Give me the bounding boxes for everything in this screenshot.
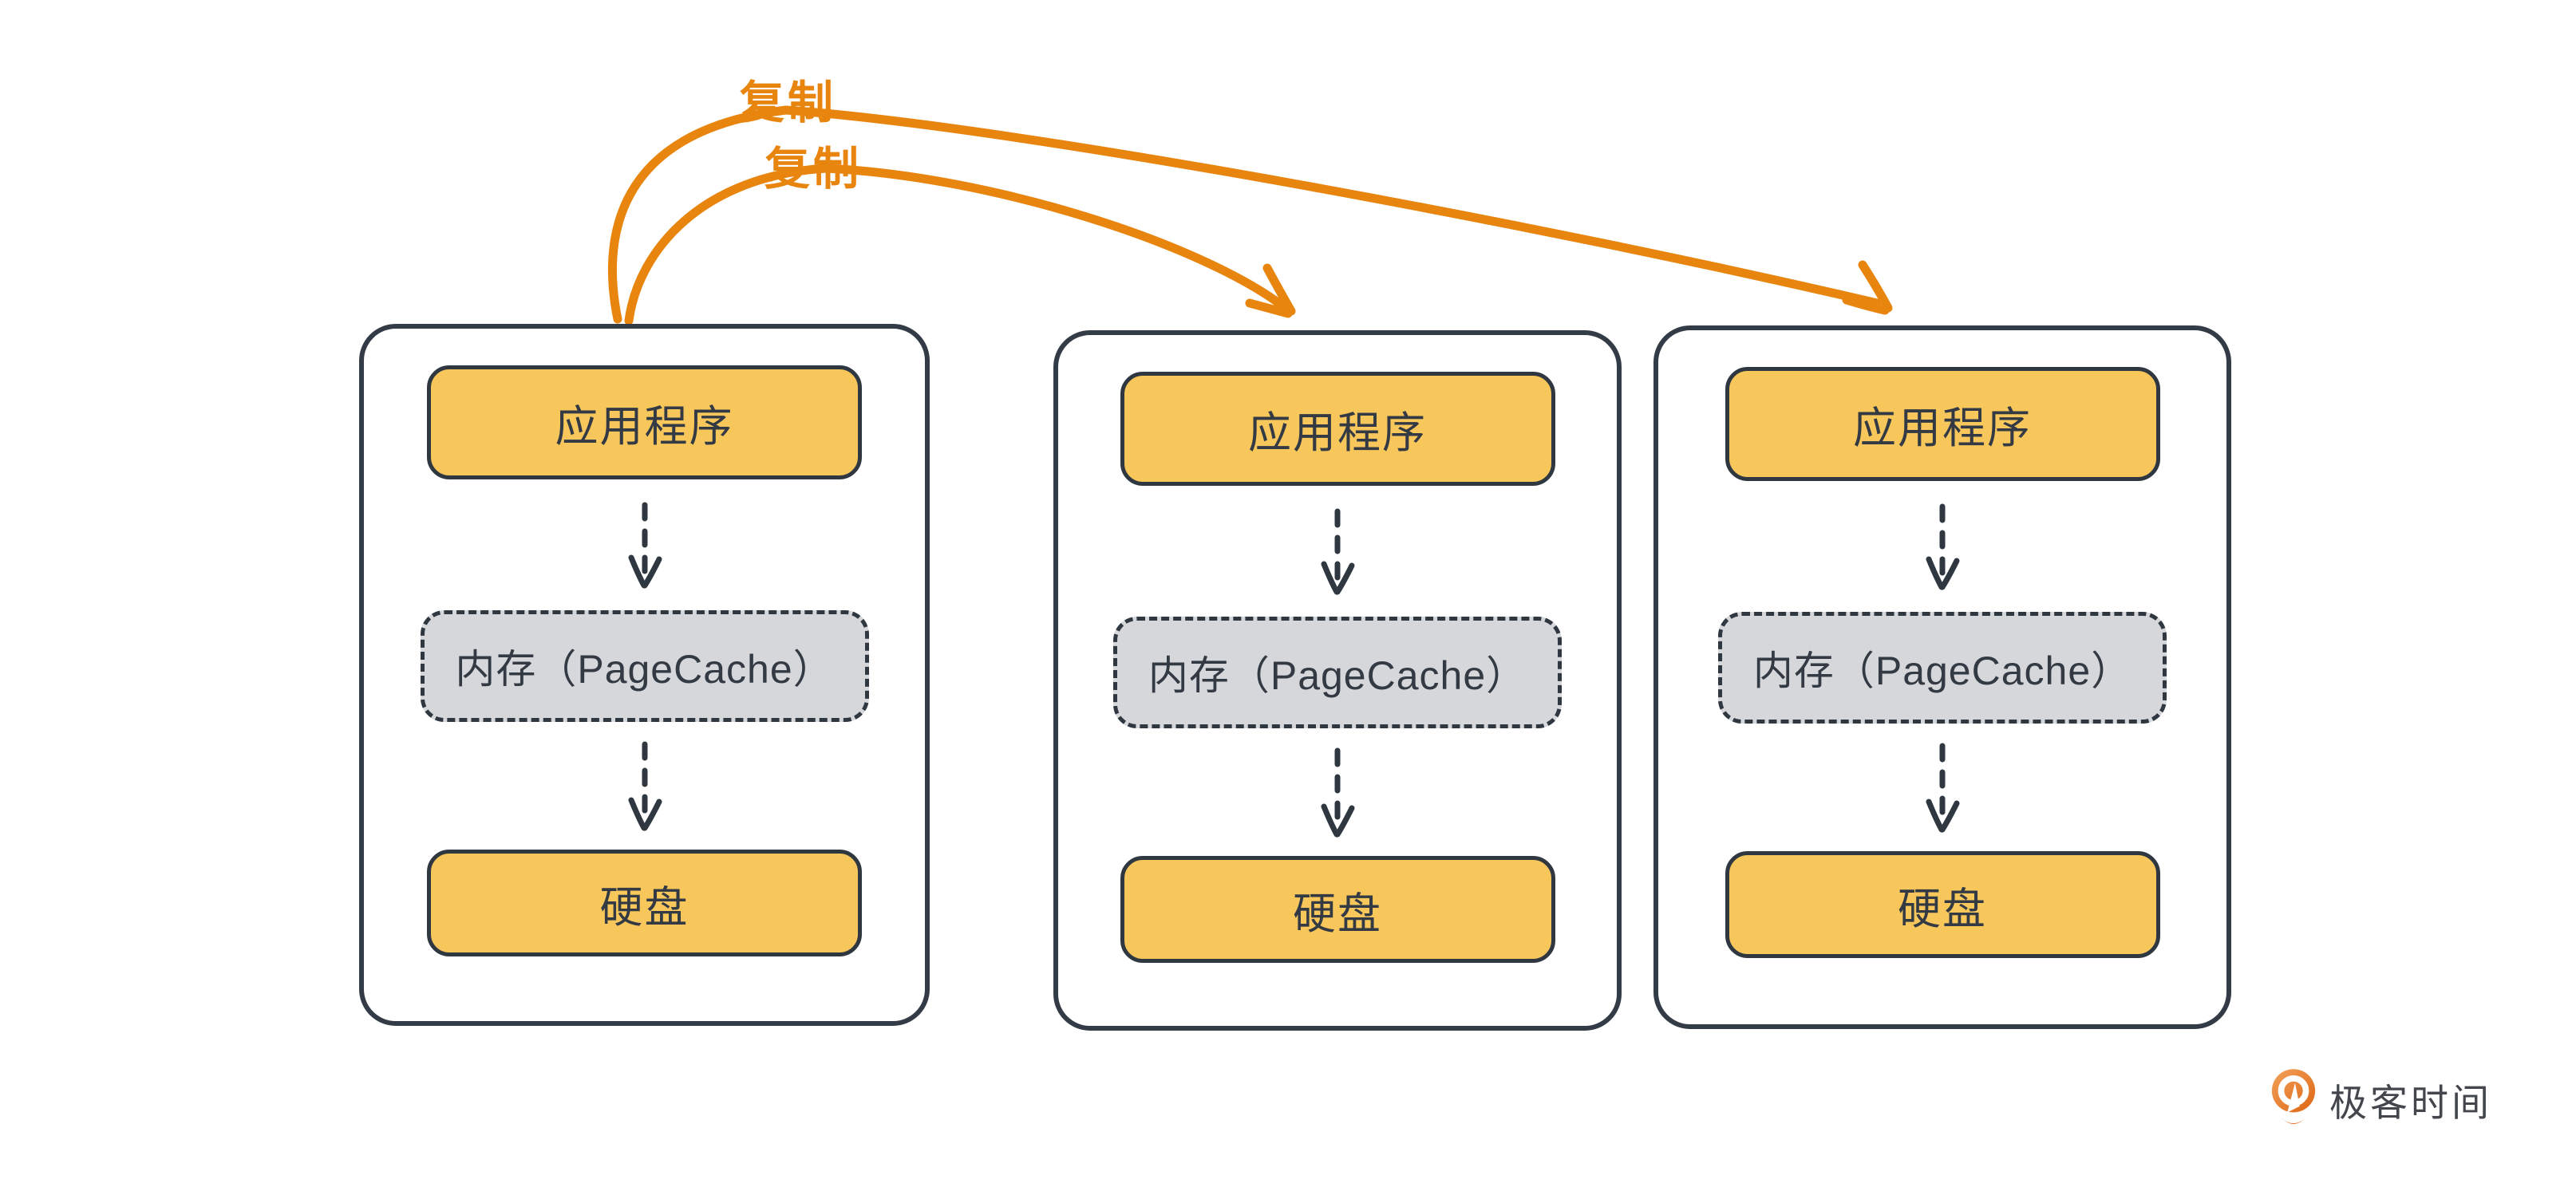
application-box: 应用程序	[1120, 372, 1555, 486]
geektime-logo: 极客时间	[2269, 1067, 2492, 1131]
copy-arrow-to-node2-tail	[821, 164, 1288, 311]
copy-arrow-to-node2-head	[1262, 263, 1296, 316]
copy-arrow-label-1: 复制	[739, 77, 836, 128]
pagecache-box: 内存（PageCache）	[1718, 612, 2167, 724]
down-arrow-app-to-cache	[628, 502, 662, 589]
geektime-pin-icon	[2271, 1069, 2316, 1124]
application-box: 应用程序	[427, 365, 862, 479]
pagecache-box: 内存（PageCache）	[1113, 617, 1562, 728]
copy-arrow-to-node2-head2	[1245, 298, 1293, 318]
down-arrow-cache-to-disk	[1321, 747, 1355, 838]
application-box: 应用程序	[1725, 367, 2160, 481]
disk-box: 硬盘	[1725, 851, 2160, 958]
down-arrow-app-to-cache	[1926, 503, 1960, 590]
copy-arrow-to-node3-tail	[781, 105, 1882, 308]
pagecache-box: 内存（PageCache）	[420, 610, 869, 722]
copy-arrow-to-node3-head	[1858, 260, 1893, 313]
copy-arrow-to-node3-head2	[1842, 295, 1890, 315]
disk-box: 硬盘	[427, 850, 862, 956]
server-node-1: 应用程序 内存（PageCache） 硬盘	[359, 324, 930, 1026]
geektime-logo-text: 极客时间	[2329, 1081, 2492, 1124]
server-node-2: 应用程序 内存（PageCache） 硬盘	[1053, 330, 1622, 1031]
copy-arrow-to-node3	[607, 105, 791, 324]
down-arrow-cache-to-disk	[1926, 743, 1960, 833]
down-arrow-app-to-cache	[1321, 508, 1355, 595]
disk-box: 硬盘	[1120, 856, 1555, 963]
server-node-3: 应用程序 内存（PageCache） 硬盘	[1653, 325, 2231, 1029]
copy-arrow-label-2: 复制	[765, 144, 862, 195]
down-arrow-cache-to-disk	[628, 741, 662, 831]
